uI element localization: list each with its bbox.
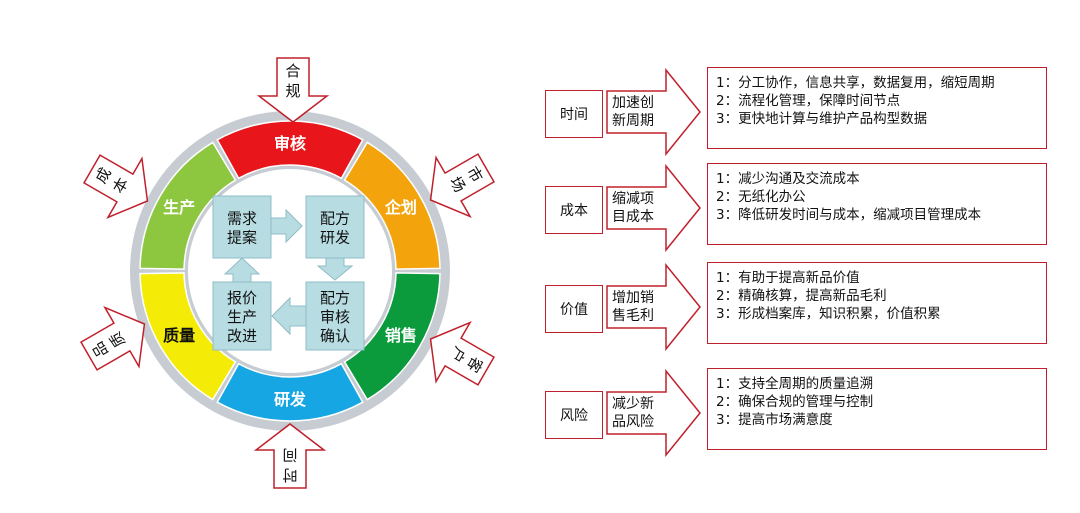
input-arrow-compliance-label: 合: [285, 62, 300, 80]
benefit-row-cost-action-arrow: 缩减项目成本: [606, 163, 702, 253]
cycle-step-quote-improve-label: 生产: [227, 308, 257, 326]
benefit-row-time-detail-item: 1：分工协作，信息共享，数据复用，缩短周期: [716, 75, 995, 91]
segment-rnd-label: 研发: [274, 390, 307, 409]
input-arrow-compliance-label: 规: [285, 82, 300, 100]
benefit-row-cost-action-text: 缩减项: [612, 191, 654, 207]
segment-review-label: 审核: [274, 134, 306, 153]
cycle-step-formula-review: [305, 281, 365, 351]
segment-rnd: [216, 362, 364, 422]
benefit-row-risk-details: 1：支持全周期的质量追溯 2：确保合规的管理与控制 3：提高市场满意度: [707, 368, 1047, 450]
benefit-row-time-detail-item: 3：更快地计算与维护产品构型数据: [716, 111, 928, 127]
benefit-row-risk-category: 风险: [545, 391, 603, 439]
cycle-step-formula-rnd: [305, 195, 365, 259]
benefit-row-value-detail-item: 2：精确核算，提高新品毛利: [716, 288, 887, 304]
input-arrow-market: 市场: [429, 153, 496, 218]
benefit-row-time-detail-item: 2：流程化管理，保障时间节点: [716, 93, 901, 109]
benefit-row-value-detail-item: 1：有助于提高新品价值: [716, 270, 860, 286]
benefit-row-risk-detail-item: 1：支持全周期的质量追溯: [716, 376, 874, 392]
input-arrow-time-label: 间: [282, 446, 297, 464]
benefit-row-risk-action-arrow: 减少新品风险: [606, 368, 702, 458]
input-arrow-customer: 客户: [429, 321, 496, 386]
benefit-row-value-details: 1：有助于提高新品价值 2：精确核算，提高新品毛利 3：形成档案库，知识积累，价值积…: [707, 262, 1047, 344]
benefit-row-value-category: 价值: [545, 285, 603, 333]
benefit-row-value-action-text: 增加销: [612, 290, 654, 306]
segment-sales: [343, 272, 441, 401]
benefit-row-value-detail-item: 3：形成档案库，知识积累，价值积累: [716, 306, 941, 322]
benefit-row-time-category: 时间: [545, 90, 603, 138]
segment-sales-label: 销售: [385, 326, 417, 345]
input-arrow-quality: 品质: [79, 306, 146, 371]
cycle-step-quote-improve: [212, 281, 272, 351]
cycle-arrow-left: [271, 296, 307, 336]
segment-planning-label: 企划: [384, 198, 417, 217]
input-arrow-cost: 成本: [82, 154, 149, 219]
segment-production-label: 生产: [163, 198, 195, 217]
cycle-step-formula-rnd-label: 配方: [320, 210, 350, 228]
segment-review: [216, 120, 364, 180]
cycle-arrow-up: [223, 257, 261, 283]
benefit-row-risk-action-text: 减少新: [612, 396, 654, 412]
benefit-row-cost-detail-item: 2：无纸化办公: [716, 189, 806, 205]
cycle-step-formula-review-label: 配方: [320, 289, 350, 307]
benefit-row-time-action-text: 加速创: [612, 95, 654, 111]
benefit-row-risk-action-text: 品风险: [612, 414, 654, 430]
segment-planning: [343, 141, 441, 270]
input-arrow-time-label: 时: [282, 466, 297, 484]
cycle-step-demand-proposal-label: 需求: [227, 210, 257, 228]
benefit-row-cost-category: 成本: [545, 186, 603, 234]
benefit-row-time-action-text: 新周期: [612, 113, 654, 129]
cycle-step-demand-proposal: [212, 195, 272, 259]
benefit-row-value-action-text: 售毛利: [612, 308, 654, 324]
segment-production: [139, 141, 237, 270]
segment-quality-label: 质量: [163, 326, 195, 345]
cycle-step-quote-improve-label: 报价: [227, 289, 257, 307]
cycle-arrow-down: [316, 257, 354, 281]
cycle-step-demand-proposal-label: 提案: [227, 229, 257, 247]
benefit-row-value-action-arrow: 增加销售毛利: [606, 262, 702, 352]
cycle-step-formula-review-label: 确认: [320, 327, 350, 345]
cycle-step-formula-review-label: 审核: [320, 308, 350, 326]
benefit-row-cost-detail-item: 1：减少沟通及交流成本: [716, 171, 860, 187]
benefit-row-cost-detail-item: 3：降低研发时间与成本，缩减项目管理成本: [716, 207, 982, 223]
benefit-row-time-action-arrow: 加速创新周期: [606, 67, 702, 157]
cycle-arrow-right: [270, 208, 303, 244]
benefit-row-time-details: 1：分工协作，信息共享，数据复用，缩短周期 2：流程化管理，保障时间节点 3：更快地…: [707, 67, 1047, 149]
input-arrow-time: 时间: [253, 423, 327, 489]
segment-quality: [139, 272, 237, 401]
benefit-row-risk-detail-item: 2：确保合规的管理与控制: [716, 394, 874, 410]
input-arrow-compliance: 合规: [256, 57, 330, 123]
cycle-step-quote-improve-label: 改进: [227, 327, 257, 345]
benefit-row-cost-action-text: 目成本: [612, 209, 654, 225]
benefit-row-cost-details: 1：减少沟通及交流成本 2：无纸化办公 3：降低研发时间与成本，缩减项目管理成本: [707, 163, 1047, 245]
cycle-step-formula-rnd-label: 研发: [320, 229, 350, 247]
benefit-row-risk-detail-item: 3：提高市场满意度: [716, 412, 833, 428]
